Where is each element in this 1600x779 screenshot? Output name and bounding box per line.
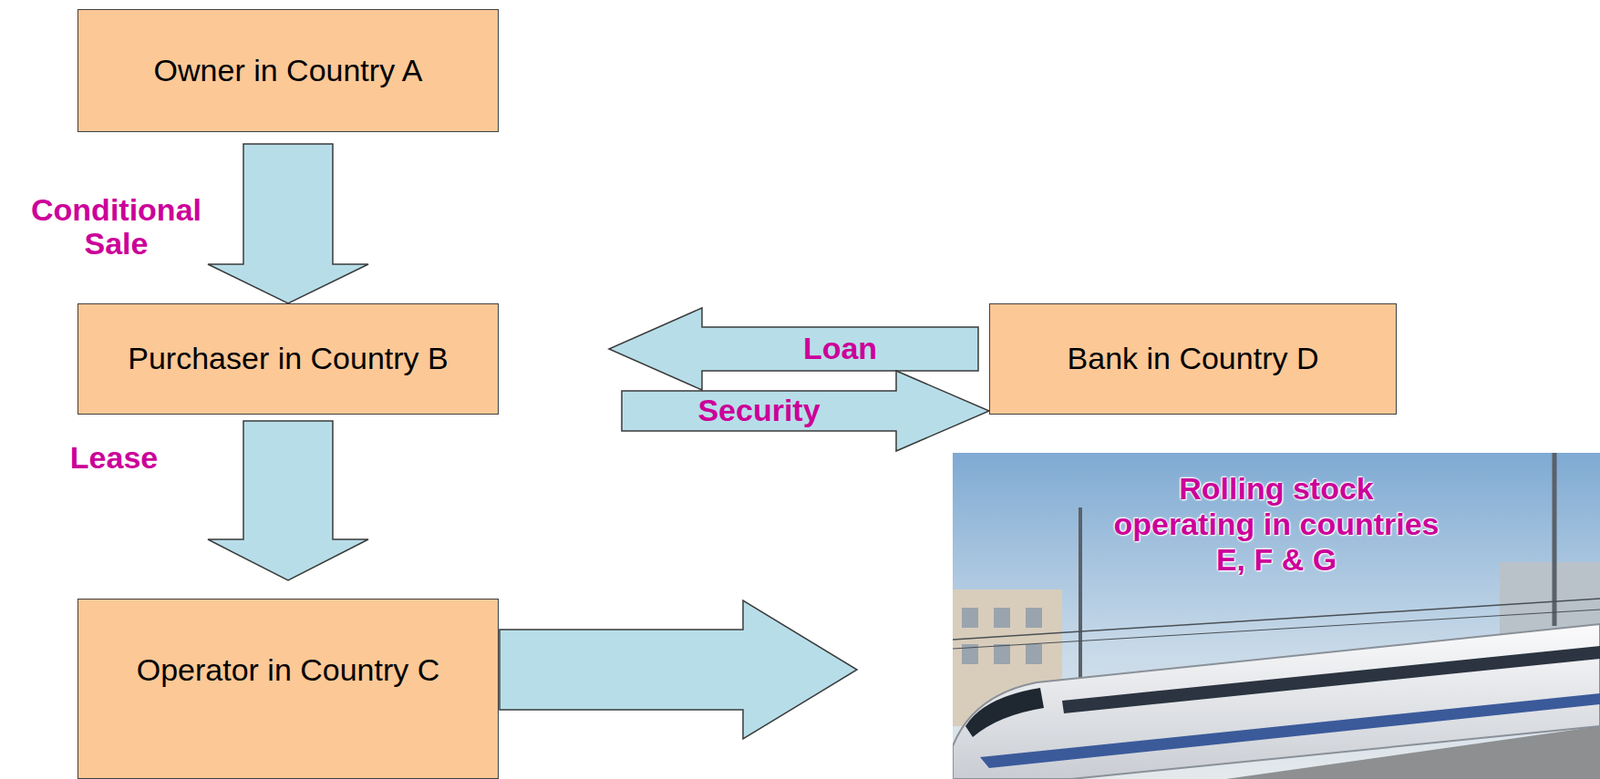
building (1025, 644, 1043, 665)
building (993, 608, 1011, 629)
train-stripe (980, 693, 1600, 769)
node-text: Bank in Country D (1067, 340, 1320, 377)
building (993, 644, 1011, 665)
party-box: Bank in Country D (989, 303, 1397, 415)
sky (952, 453, 1600, 779)
party-box: Operator in Country C (77, 598, 499, 779)
catenary-pole (1078, 507, 1083, 686)
block-arrow (207, 421, 369, 581)
block-arrow (609, 308, 979, 391)
building (1025, 608, 1043, 629)
train-windshield (965, 688, 1044, 738)
train-body (952, 624, 1600, 779)
catenary-pole (1552, 453, 1558, 627)
edge-label: Lease (36, 441, 192, 475)
block-arrow (207, 144, 369, 304)
node-text: Owner in Country A (154, 52, 424, 89)
party-box: Owner in Country A (77, 9, 499, 133)
block-arrow (621, 371, 990, 452)
node-text: Purchaser in Country B (127, 340, 449, 377)
node-text: Rolling stock operating in countries E, … (1108, 471, 1445, 579)
train-photo (952, 453, 1600, 779)
edge-label: Loan (799, 331, 881, 366)
building (961, 608, 979, 629)
photo-panel: Rolling stock operating in countries E, … (952, 453, 1600, 779)
edge-label: Conditional Sale (9, 193, 224, 262)
node-text: Operator in Country C (136, 652, 441, 689)
block-arrow (499, 600, 857, 740)
edge-label: Security (693, 393, 824, 428)
party-box: Purchaser in Country B (77, 303, 499, 415)
